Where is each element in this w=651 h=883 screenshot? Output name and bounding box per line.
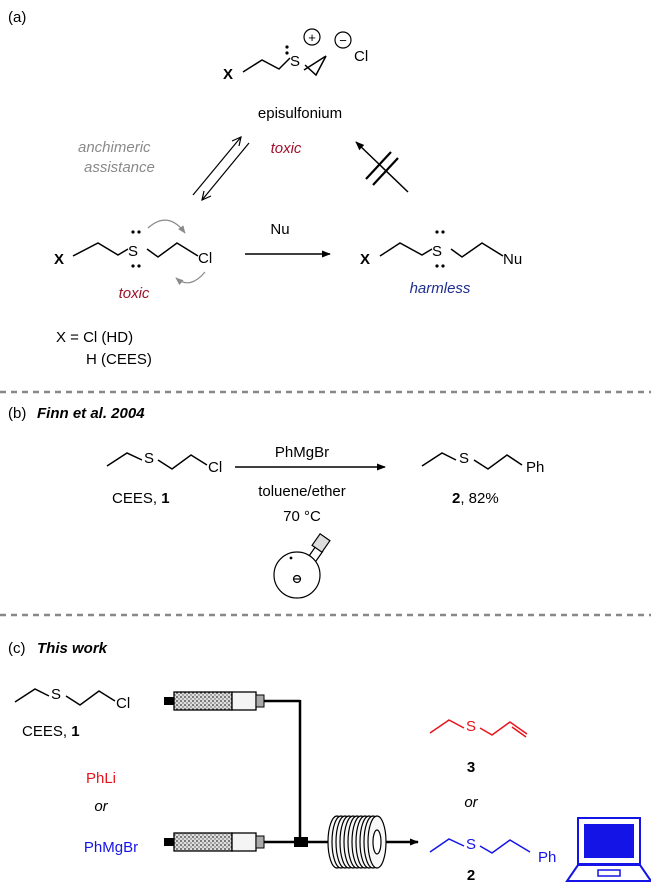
reagent-phli: PhLi	[86, 770, 116, 787]
lone-pair-dot	[441, 230, 445, 234]
product-or: or	[464, 794, 478, 811]
episulfonium-structure	[242, 55, 327, 77]
lone-pair-dot	[131, 230, 135, 234]
anchimeric-label: anchimeric	[78, 139, 151, 156]
top-s-atom: S	[290, 53, 300, 70]
x-definition-h: H (CEES)	[86, 351, 152, 368]
equilibrium-arrows	[192, 135, 250, 202]
minus-charge: −	[339, 33, 347, 48]
harmless-label: harmless	[410, 280, 471, 297]
flow-tubing	[298, 700, 334, 844]
cees-chlorine-b: Cl	[208, 459, 222, 476]
compound-2-number: 2	[467, 867, 475, 883]
top-x-atom: X	[223, 66, 233, 83]
temperature-label-b: 70 °C	[283, 508, 321, 525]
cees-chlorine-c: Cl	[116, 695, 130, 712]
cees-label-c: CEES, 1	[22, 723, 80, 740]
round-bottom-flask-icon	[273, 532, 331, 599]
lone-pair-dot	[137, 230, 141, 234]
lone-pair-dot	[137, 264, 141, 268]
product-sulfur-b: S	[459, 450, 469, 467]
assistance-label: assistance	[84, 159, 155, 176]
toxic-top-label: toxic	[271, 140, 302, 157]
reagent-phmgbr-b: PhMgBr	[275, 444, 329, 461]
t-mixer-icon	[294, 837, 308, 847]
panel-b: (b) Finn et al. 2004 S Cl CEES, 1 PhMgBr…	[8, 405, 544, 599]
cees-structure-c	[14, 688, 116, 706]
curved-arrow-top	[147, 219, 186, 234]
right-s-atom: S	[432, 243, 442, 260]
left-mustard-structure	[72, 242, 199, 258]
right-nucleophile: Nu	[503, 251, 522, 268]
panel-c: (c) This work S Cl CEES, 1 PhLi or PhMgB…	[8, 640, 651, 883]
product-label-b: 2, 82%	[452, 490, 499, 507]
cees-label-b: CEES, 1	[112, 490, 170, 507]
vinyl-sulfur-atom: S	[466, 718, 476, 735]
compound-3-number: 3	[467, 759, 475, 776]
solvent-label-b: toluene/ether	[258, 483, 346, 500]
reagent-or: or	[94, 798, 108, 815]
lone-pair-dot	[285, 45, 289, 49]
x-definition-cl: X = Cl (HD)	[56, 329, 133, 346]
panel-a-label: (a)	[8, 9, 26, 26]
laptop-icon	[565, 817, 651, 882]
panel-c-title: This work	[37, 640, 108, 657]
syringe-top-icon	[164, 691, 300, 711]
cees-sulfur-b: S	[144, 450, 154, 467]
blocked-arrow	[355, 141, 409, 193]
coil-reactor-icon	[327, 815, 387, 869]
panel-a: (a) X S + − Cl episulfonium toxic anchim…	[8, 9, 522, 368]
phenethyl-sulfide-structure	[429, 838, 531, 854]
lone-pair-dot	[131, 264, 135, 268]
panel-c-label: (c)	[8, 640, 26, 657]
cees-structure-b	[106, 452, 208, 470]
toxic-left-label: toxic	[119, 285, 150, 302]
nucleophile-reagent: Nu	[270, 221, 289, 238]
syringe-bottom-icon	[164, 832, 300, 852]
lone-pair-dot	[435, 264, 439, 268]
curved-arrow-bottom	[175, 271, 206, 286]
reagent-phmgbr-c: PhMgBr	[84, 839, 138, 856]
panel-b-title: Finn et al. 2004	[37, 405, 145, 422]
lone-pair-dot	[441, 264, 445, 268]
cees-sulfur-c: S	[51, 686, 61, 703]
right-product-structure	[379, 242, 504, 258]
lone-pair-dot	[435, 230, 439, 234]
product-phenyl-c: Ph	[538, 849, 556, 866]
left-chlorine: Cl	[198, 250, 212, 267]
minus-charge-circle	[334, 31, 352, 49]
top-chloride: Cl	[354, 48, 368, 65]
vinyl-sulfide-structure	[429, 719, 528, 738]
panel-b-label: (b)	[8, 405, 26, 422]
plus-charge: +	[308, 30, 316, 45]
product-phenyl-b: Ph	[526, 459, 544, 476]
right-x-atom: X	[360, 251, 370, 268]
product-structure-b	[421, 452, 523, 470]
left-s-atom: S	[128, 243, 138, 260]
left-x-atom: X	[54, 251, 64, 268]
plus-charge-circle	[303, 28, 321, 46]
lone-pair-dot	[285, 51, 289, 55]
episulfonium-label: episulfonium	[258, 105, 342, 122]
product-sulfur-c: S	[466, 836, 476, 853]
